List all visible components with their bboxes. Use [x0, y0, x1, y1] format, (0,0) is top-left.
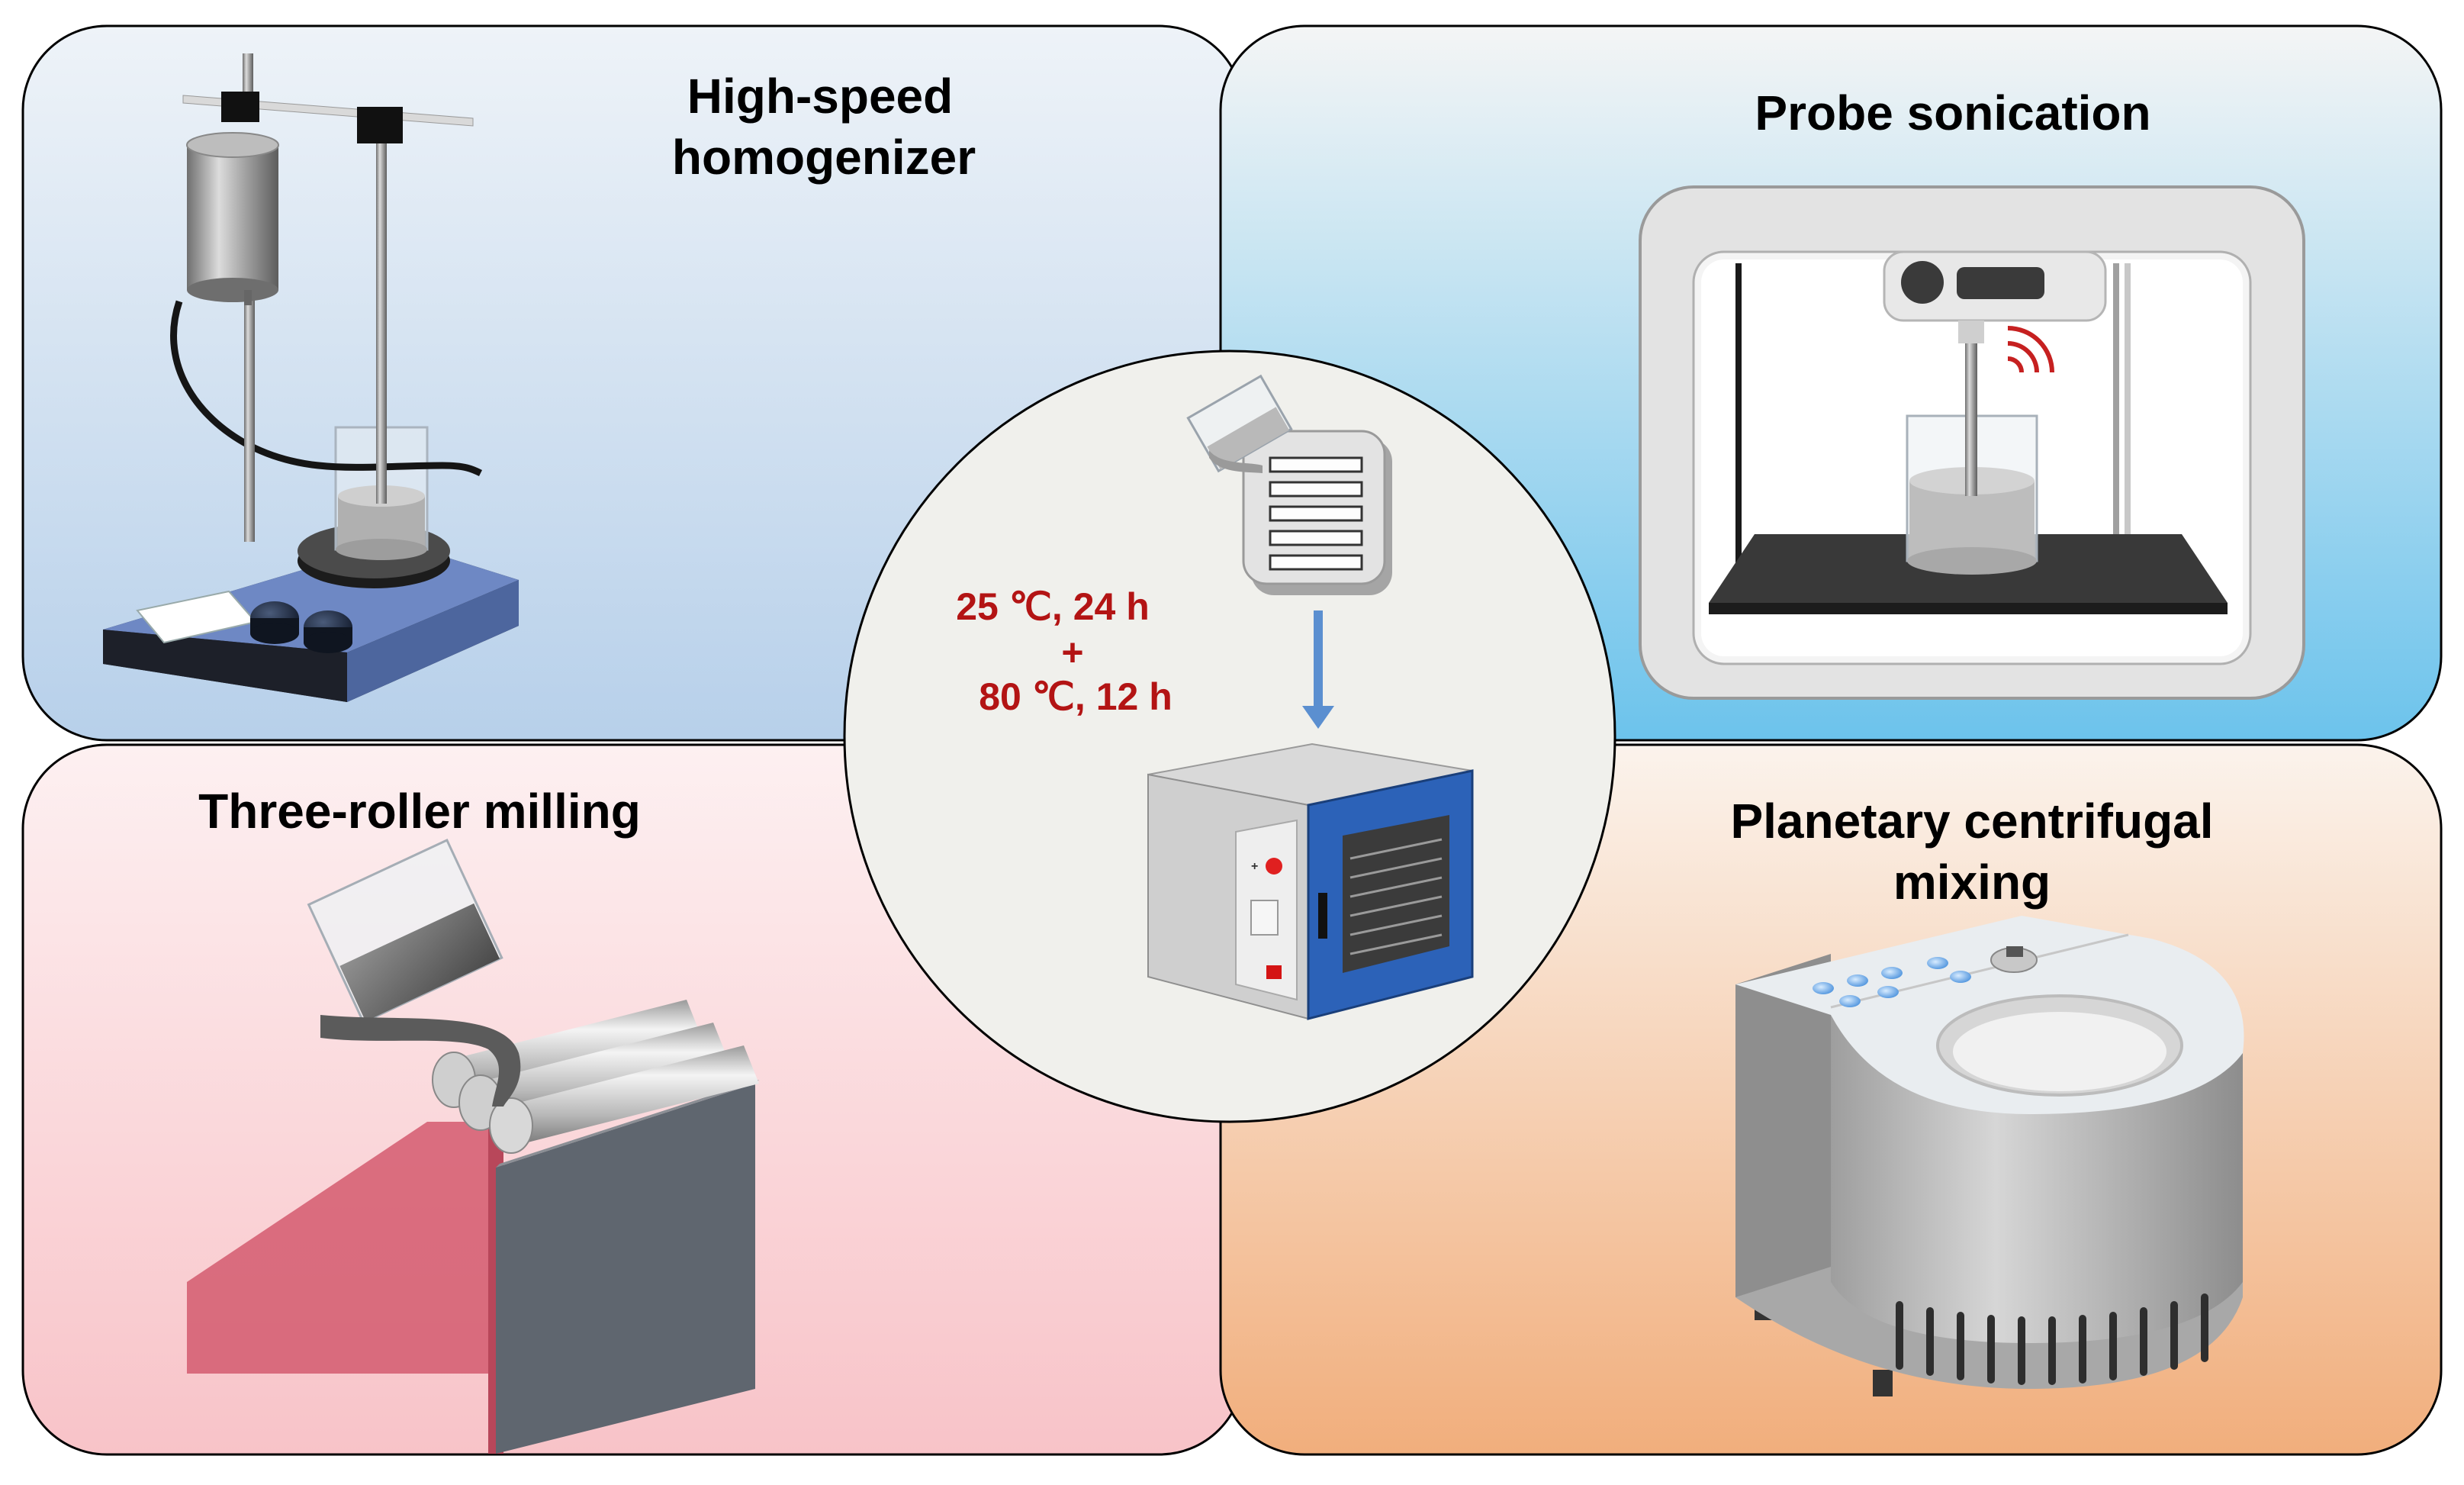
svg-text:+: +	[1251, 860, 1258, 873]
probe-sonicator-illustration	[1639, 185, 2305, 700]
condition-line1: 25 ℃, 24 h	[956, 585, 1150, 628]
title-probe-sonication: Probe sonication	[1755, 85, 2150, 140]
title-three-roller: Three-roller milling	[198, 784, 641, 839]
roller-front	[489, 1045, 759, 1154]
down-arrow-icon	[1302, 610, 1334, 729]
title-planetary-line1: Planetary centrifugal	[1730, 794, 2213, 849]
title-high-speed-line2: homogenizer	[672, 130, 976, 185]
drying-oven-icon: +	[1147, 742, 1474, 1020]
three-roll-mill-illustration	[187, 839, 759, 1454]
pouring-beaker-icon	[1186, 374, 1293, 473]
condition-plus: +	[1061, 631, 1083, 674]
mold-icon	[1242, 430, 1392, 595]
homogenizer-illustration	[103, 53, 519, 702]
title-planetary-line2: mixing	[1893, 855, 2051, 910]
title-high-speed-line1: High-speed	[687, 69, 953, 124]
condition-line2: 80 ℃, 12 h	[979, 675, 1172, 718]
planetary-mixer-illustration	[1735, 916, 2244, 1396]
